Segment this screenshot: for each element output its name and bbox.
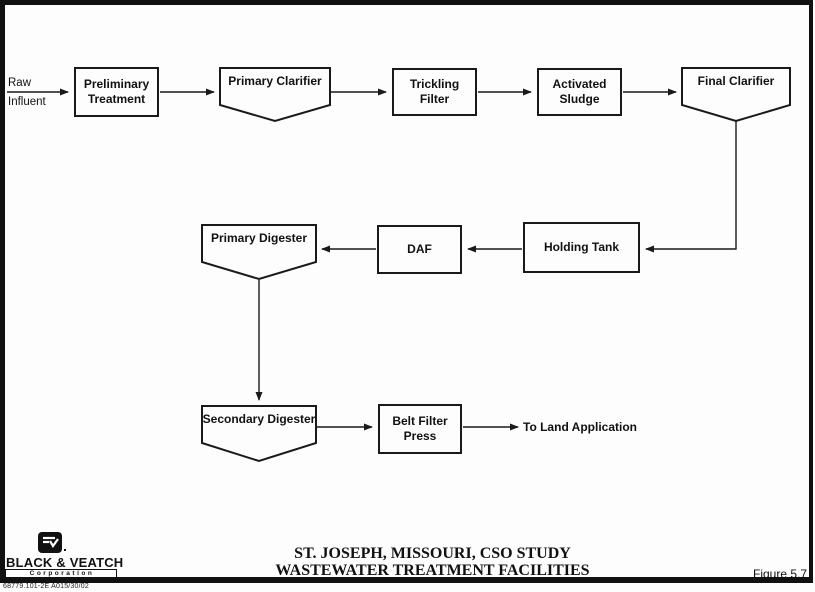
company-subtitle: Corporation: [29, 570, 95, 577]
logo-rule-tick-right: [116, 569, 117, 577]
node-belt-filter-press: Belt Filter Press: [378, 404, 462, 454]
primary-digester-shape: [201, 224, 317, 281]
node-trickling-filter: Trickling Filter: [392, 68, 477, 116]
final-clarifier-shape: [681, 67, 791, 123]
figure-number: Figure 5.7: [753, 567, 808, 581]
node-preliminary-treatment: Preliminary Treatment: [74, 67, 159, 117]
logo-rule: [5, 569, 117, 570]
node-label: Final Clarifier: [697, 74, 775, 88]
raw-influent-label: Raw Influent: [8, 77, 46, 108]
node-final-clarifier: Final Clarifier: [682, 74, 790, 89]
logo-rule-tick-left: [5, 569, 6, 577]
figure-title-line1: ST. JOSEPH, MISSOURI, CSO STUDY: [294, 545, 571, 562]
company-name: BLACK & VEATCH: [6, 555, 124, 570]
figure-title-line2: WASTEWATER TREATMENT FACILITIES: [275, 562, 590, 579]
flow-final-clarifier-to-holding: [645, 121, 737, 253]
node-primary-clarifier: Primary Clarifier: [220, 74, 330, 89]
node-daf: DAF: [377, 225, 462, 274]
node-holding-tank: Holding Tank: [523, 222, 640, 273]
black-veatch-logo-icon: [38, 532, 62, 553]
node-label: Belt Filter Press: [392, 414, 448, 443]
node-label: Primary Clarifier: [228, 74, 322, 88]
node-label: Primary Digester: [210, 231, 308, 245]
node-secondary-digester: Secondary Digester: [202, 412, 316, 427]
node-label: Secondary Digester: [202, 412, 316, 426]
node-label: Activated Sludge: [552, 77, 607, 106]
node-label: Trickling Filter: [409, 77, 460, 106]
node-label: Preliminary Treatment: [83, 77, 150, 106]
secondary-digester-shape: [201, 405, 317, 463]
primary-clarifier-shape: [219, 67, 331, 123]
drawing-number: 68779.101-2E A015/30/02: [3, 583, 89, 590]
node-primary-digester: Primary Digester: [202, 231, 316, 246]
node-label: DAF: [407, 242, 432, 256]
figure-title: ST. JOSEPH, MISSOURI, CSO STUDY WASTEWAT…: [230, 545, 635, 579]
node-label: Holding Tank: [543, 240, 620, 254]
to-land-application-label: To Land Application: [523, 420, 637, 434]
registered-mark: [64, 549, 66, 551]
node-activated-sludge: Activated Sludge: [537, 68, 622, 116]
